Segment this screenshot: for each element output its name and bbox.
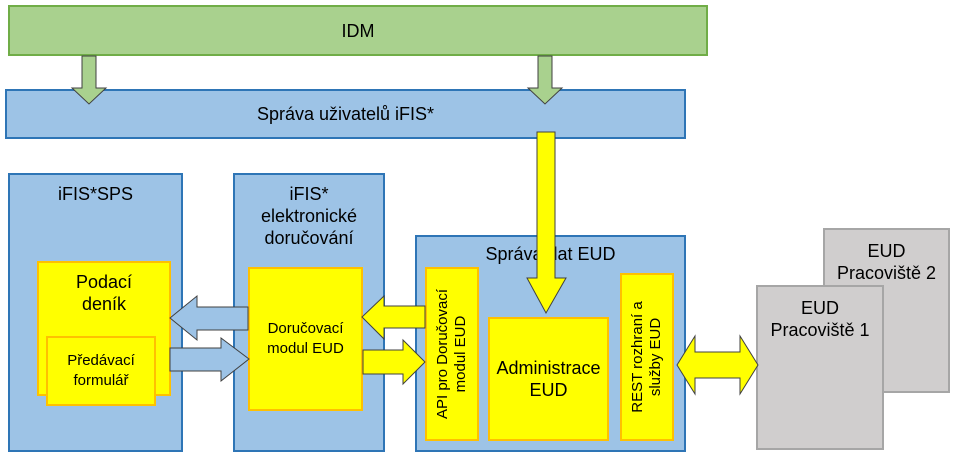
delivery-module-line1: Doručovací [267, 320, 344, 337]
electronic-delivery-title-line2: elektronické [260, 206, 358, 226]
user-management-box: Správa uživatelů iFIS* [5, 89, 686, 139]
electronic-delivery-title-line1: iFIS* [289, 184, 329, 204]
workplace-1-line2: Pracoviště 1 [770, 320, 870, 340]
workplace-2-line1: EUD [867, 241, 906, 261]
podaci-denik-line1: Podací [75, 272, 133, 292]
rest-label: REST rozhraní a služby EUD [629, 301, 665, 412]
rest-line2: služby EUD [647, 317, 664, 397]
workplace-1-line1: EUD [800, 298, 839, 318]
idm-box: IDM [8, 5, 708, 56]
rest-box: REST rozhraní a služby EUD [620, 273, 674, 441]
idm-label: IDM [341, 20, 375, 41]
administration-line2: EUD [529, 380, 568, 400]
predavaci-formular-line2: formulář [73, 372, 129, 389]
user-management-label: Správa uživatelů iFIS* [256, 104, 435, 124]
administration-box: Administrace EUD [488, 317, 609, 441]
administration-line1: Administrace [496, 358, 601, 378]
api-line2: modul EUD [452, 315, 469, 393]
workplace-2-line2: Pracoviště 2 [836, 263, 937, 283]
sps-title: iFIS*SPS [57, 184, 134, 204]
rest-line1: REST rozhraní a [629, 301, 646, 413]
yellow-double-arrow [676, 334, 759, 396]
api-box: API pro Doručovací modul EUD [425, 267, 479, 441]
api-line1: API pro Doručovací [434, 288, 451, 420]
predavaci-formular-line1: Předávací [67, 352, 135, 369]
predavaci-formular-box: Předávací formulář [46, 336, 156, 406]
electronic-delivery-title-line3: doručování [264, 228, 354, 248]
api-label: API pro Doručovací modul EUD [434, 289, 470, 419]
workplace-1-box: EUD Pracoviště 1 [756, 285, 884, 450]
delivery-module-box: Doručovací modul EUD [248, 267, 363, 411]
delivery-module-line2: modul EUD [267, 340, 344, 357]
podaci-denik-line2: deník [81, 294, 127, 314]
eud-data-title: Správa dat EUD [485, 244, 616, 264]
